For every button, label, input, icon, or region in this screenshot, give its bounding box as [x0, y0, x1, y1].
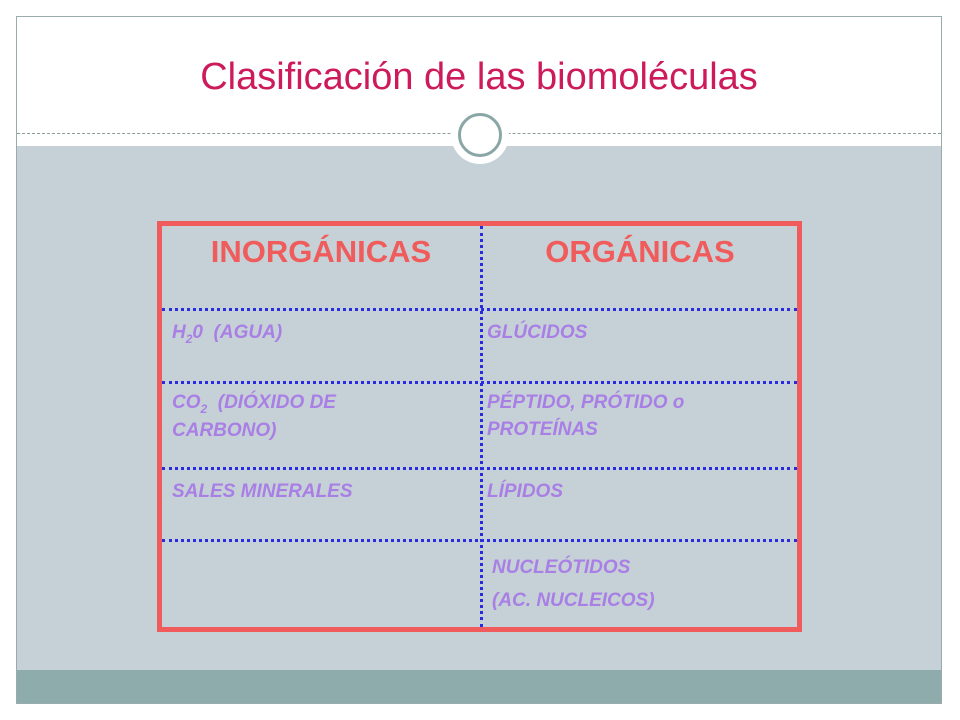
nucleotidos-line1: NUCLEÓTIDOS	[492, 557, 631, 578]
water-subscript: 2	[185, 331, 193, 346]
peptidos-line2: PROTEÍNAS	[487, 418, 598, 440]
row-divider	[162, 381, 797, 384]
co2-formula: CO	[172, 392, 201, 413]
slide-title: Clasificación de las biomoléculas	[200, 56, 758, 98]
header-organic: ORGÁNICAS	[545, 234, 735, 269]
cell-lipidos: LÍPIDOS	[487, 481, 564, 502]
peptidos-line1: PÉPTIDO, PRÓTIDO o	[487, 392, 685, 413]
biomolecule-table: INORGÁNICAS ORGÁNICAS H20 (AGUA) GLÚCIDO…	[157, 221, 802, 632]
water-formula: H	[172, 322, 186, 343]
co2-label: (DIÓXIDO DE	[207, 392, 336, 413]
cell-peptidos: PÉPTIDO, PRÓTIDO o PROTEÍNAS	[487, 390, 684, 443]
co2-subscript: 2	[200, 401, 208, 416]
cell-co2: CO2 (DIÓXIDO DE CARBONO)	[172, 390, 336, 444]
cell-nucleotidos: NUCLEÓTIDOS (AC. NUCLEICOS)	[492, 551, 655, 618]
cell-water: H20 (AGUA)	[172, 320, 282, 348]
nucleotidos-line2: (AC. NUCLEICOS)	[492, 590, 655, 612]
footer-bar	[17, 670, 941, 703]
water-label: 0 (AGUA)	[192, 322, 283, 343]
circle-ornament-icon	[451, 106, 509, 164]
cell-glucidos: GLÚCIDOS	[487, 322, 588, 343]
header-inorganic: INORGÁNICAS	[210, 234, 432, 269]
row-divider	[162, 467, 797, 470]
co2-label-line2: CARBONO)	[172, 419, 277, 441]
row-divider	[162, 308, 797, 311]
row-divider	[162, 539, 797, 542]
column-divider	[480, 226, 483, 627]
cell-salts: SALES MINERALES	[172, 481, 353, 502]
